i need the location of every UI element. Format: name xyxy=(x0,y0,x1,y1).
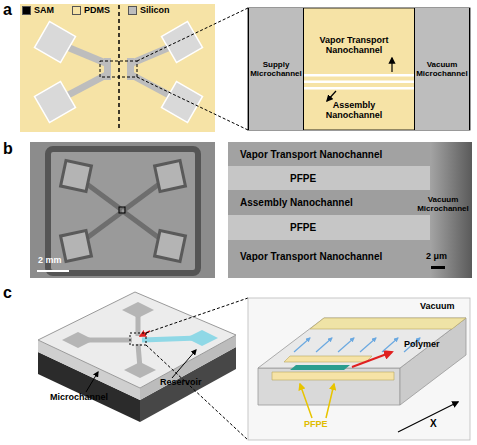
zoom-line xyxy=(137,77,248,130)
reservoir-pad xyxy=(122,302,154,318)
legend-text: SAM xyxy=(34,5,54,15)
material-label: PFPE xyxy=(290,222,316,233)
material-label: PFPE xyxy=(290,173,316,184)
legend-text: Silicon xyxy=(140,5,170,15)
device-frame xyxy=(48,149,198,273)
pdms-layer xyxy=(20,4,215,132)
reservoir-pad xyxy=(35,82,76,123)
part-label: Vacuum xyxy=(420,302,455,312)
nanochannel xyxy=(304,81,414,84)
microchannel-band: Vacuum Microchannel xyxy=(414,8,470,130)
section-line xyxy=(118,5,120,131)
channel-label: Assembly Nanochannel xyxy=(318,101,390,121)
vacuum-arrow xyxy=(294,338,310,352)
polymer-bar xyxy=(290,365,350,370)
material-label: PFPE xyxy=(304,420,328,430)
channel-label: Vapor Transport Nanochannel xyxy=(314,36,394,56)
vacuum-microchannel xyxy=(310,318,466,329)
legend-item: SAM xyxy=(22,5,54,15)
pointer-arrow xyxy=(86,372,98,392)
legend-item: PDMS xyxy=(72,5,110,15)
scale-label: 2 mm xyxy=(38,256,62,266)
zoom-frame xyxy=(248,298,470,440)
zoom-box xyxy=(119,207,125,213)
vacuum-arrow xyxy=(316,338,332,352)
reservoir-pad xyxy=(35,22,76,63)
micrograph-background xyxy=(228,142,472,278)
panel-letter: b xyxy=(3,140,13,158)
nanochannel xyxy=(304,87,414,90)
channel-label: Vacuum Microchannel xyxy=(415,60,469,78)
microchannel-band: Supply Microchannel xyxy=(248,8,304,130)
scale-bar xyxy=(37,270,69,272)
part-label: Reservoir xyxy=(160,378,202,388)
part-label: Polymer xyxy=(404,340,440,350)
pointer-arrow xyxy=(326,384,334,418)
flow-arrow xyxy=(352,352,392,367)
legend-swatch xyxy=(72,6,81,15)
legend-swatch xyxy=(22,6,31,15)
scale-label: 2 μm xyxy=(426,252,447,262)
zoom-line xyxy=(137,8,248,61)
reservoir-pad xyxy=(155,231,186,262)
channel-label: Assembly Nanochannel xyxy=(240,197,353,208)
pointer-arrow xyxy=(327,91,336,101)
panel-letter: a xyxy=(3,1,12,19)
axis-label: X xyxy=(430,418,437,429)
vacuum-arrow xyxy=(338,338,354,352)
channel-label: Supply Microchannel xyxy=(249,60,303,78)
pdms-front xyxy=(258,368,400,405)
vacuum-arrow xyxy=(382,338,398,352)
reservoir-pad xyxy=(162,22,203,63)
nanochannel xyxy=(304,74,414,77)
channel-label: Vapor Transport Nanochannel xyxy=(240,149,382,160)
reservoir-pad xyxy=(124,362,156,378)
reservoir-pad xyxy=(61,161,92,192)
zoom-line xyxy=(146,298,248,333)
reservoir-pad xyxy=(162,82,203,123)
pdms-top xyxy=(258,318,466,368)
reservoir-pad xyxy=(186,330,218,346)
reservoir-pad xyxy=(61,231,92,262)
reservoir-pad xyxy=(62,332,94,348)
axis-arrow xyxy=(398,402,458,432)
zoom-line xyxy=(146,345,248,440)
zoom-box xyxy=(130,333,146,345)
pdms-layer xyxy=(248,8,470,130)
reservoir-pad xyxy=(155,161,186,192)
panel-letter: c xyxy=(3,284,12,302)
channel-label: Vapor Transport Nanochannel xyxy=(240,251,382,262)
channel-label: Vacuum Microchannel xyxy=(414,196,472,214)
pointer-arrow xyxy=(300,384,312,418)
legend-text: PDMS xyxy=(84,5,110,15)
pfpe-layer xyxy=(284,356,372,362)
pdms-top xyxy=(38,292,236,388)
pointer-arrow xyxy=(172,350,196,378)
legend-swatch xyxy=(128,6,137,15)
legend-item: Silicon xyxy=(128,5,170,15)
photo-background xyxy=(30,142,215,278)
part-label: Microchannel xyxy=(50,393,108,403)
scale-bar xyxy=(431,266,445,269)
zoom-box xyxy=(100,61,137,77)
pointer-arrow xyxy=(391,58,392,72)
vacuum-arrow xyxy=(360,338,376,352)
pfpe-layer xyxy=(272,372,394,380)
